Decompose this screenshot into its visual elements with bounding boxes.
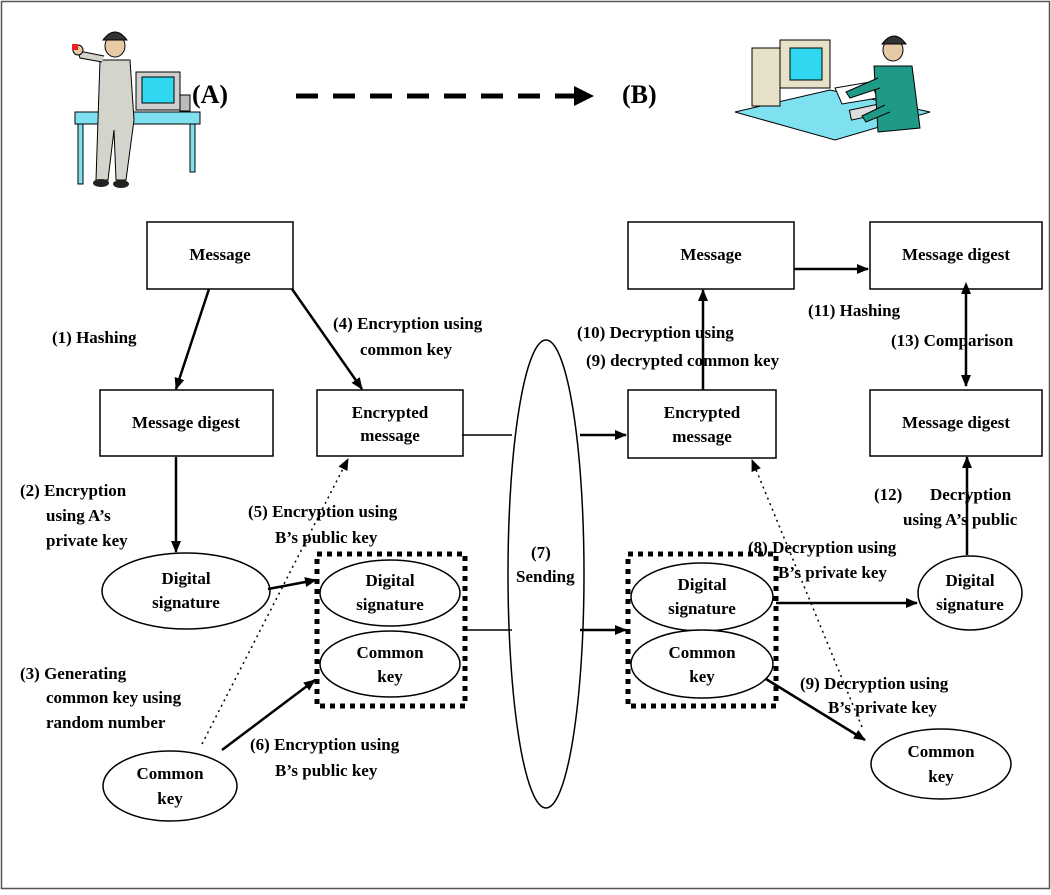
- step-6-line1: (6) Encryption using: [250, 735, 400, 754]
- node-message-digest-b1: Message digest: [869, 221, 1043, 290]
- svg-text:message: message: [360, 426, 420, 445]
- svg-text:Message digest: Message digest: [132, 413, 240, 432]
- step-2-line1: (2) Encryption: [20, 481, 127, 500]
- node-digital-signature-a: Digital signature: [101, 552, 271, 630]
- node-message-a: Message: [146, 221, 294, 290]
- step-12-number: (12): [874, 485, 902, 504]
- svg-text:signature: signature: [936, 595, 1004, 614]
- node-common-key-b: Common key: [870, 728, 1012, 800]
- node-message-digest-a: Message digest: [99, 389, 274, 457]
- svg-text:Digital: Digital: [365, 571, 414, 590]
- svg-text:Common: Common: [136, 764, 204, 783]
- step-7-number: (7): [531, 543, 551, 562]
- svg-text:Encrypted: Encrypted: [664, 403, 741, 422]
- party-a-label: (A): [192, 80, 228, 109]
- arrows: [171, 264, 972, 751]
- svg-text:Common: Common: [668, 643, 736, 662]
- svg-text:Common: Common: [356, 643, 424, 662]
- arrow-encrypt-common-key: [290, 288, 364, 390]
- svg-text:Message digest: Message digest: [902, 413, 1010, 432]
- step-6-line2: B’s public key: [275, 761, 378, 780]
- node-message-digest-b2: Message digest: [869, 389, 1043, 457]
- step-7-sending: Sending: [516, 567, 575, 586]
- svg-text:Message digest: Message digest: [902, 245, 1010, 264]
- svg-text:key: key: [377, 667, 403, 686]
- arrow-encrypt-common-key-public: [221, 679, 316, 751]
- step-12-line1: Decryption: [930, 485, 1012, 504]
- arrow-hashing: [174, 288, 211, 390]
- step-8-line2: B’s private key: [778, 563, 887, 582]
- node-digital-signature-package-b: Digital signature: [630, 562, 774, 632]
- step-9-line2: B’s private key: [828, 698, 937, 717]
- svg-text:message: message: [672, 427, 732, 446]
- svg-text:Encrypted: Encrypted: [352, 403, 429, 422]
- person-b-illustration: [734, 35, 931, 141]
- node-encrypted-message-a: Encrypted message: [316, 389, 464, 457]
- step-10-label: (10) Decryption using: [577, 323, 734, 342]
- step-2-line3: private key: [46, 531, 128, 550]
- step-3-line1: (3) Generating: [20, 664, 127, 683]
- step-5-line1: (5) Encryption using: [248, 502, 398, 521]
- svg-text:signature: signature: [152, 593, 220, 612]
- node-digital-signature-package-a: Digital signature: [319, 559, 461, 627]
- step-8-line1: (8) Decryption using: [748, 538, 897, 557]
- step-1-label: (1) Hashing: [52, 328, 137, 347]
- svg-text:Digital: Digital: [945, 571, 994, 590]
- transfer-arrowhead: [574, 86, 594, 106]
- svg-text:signature: signature: [356, 595, 424, 614]
- svg-text:Common: Common: [907, 742, 975, 761]
- step-3-line3: random number: [46, 713, 166, 732]
- node-message-b: Message: [627, 221, 795, 290]
- package-box-b: [625, 551, 779, 709]
- send-lines: [462, 430, 627, 635]
- arrow-decrypt-common-key: [765, 677, 866, 742]
- svg-text:key: key: [928, 767, 954, 786]
- svg-text:Digital: Digital: [677, 575, 726, 594]
- step-4-line1: (4) Encryption using: [333, 314, 483, 333]
- step-4-line2: common key: [360, 340, 453, 359]
- svg-text:Message: Message: [680, 245, 742, 264]
- step-2-line2: using A’s: [46, 506, 111, 525]
- person-a-illustration: [72, 31, 201, 188]
- svg-text:Digital: Digital: [161, 569, 210, 588]
- svg-text:signature: signature: [668, 599, 736, 618]
- svg-text:key: key: [157, 789, 183, 808]
- svg-text:key: key: [689, 667, 715, 686]
- svg-text:Message: Message: [189, 245, 251, 264]
- node-encrypted-message-b: Encrypted message: [627, 389, 777, 459]
- step-9-line1: (9) Decryption using: [800, 674, 949, 693]
- arrow-signature-to-package: [267, 577, 317, 591]
- step-5-line2: B’s public key: [275, 528, 378, 547]
- node-sending: [507, 339, 585, 809]
- node-common-key-package-b: Common key: [630, 629, 774, 699]
- party-b-label: (B): [622, 80, 657, 109]
- step-9-decrypted-label: (9) decrypted common key: [586, 351, 780, 370]
- dotted-arrows: [201, 458, 863, 745]
- node-digital-signature-b: Digital signature: [917, 555, 1023, 631]
- node-common-key-package-a: Common key: [319, 630, 461, 698]
- step-3-line2: common key using: [46, 688, 182, 707]
- step-11-label: (11) Hashing: [808, 301, 901, 320]
- step-12-line2: using A’s public: [903, 510, 1018, 529]
- step-13-label: (13) Comparison: [891, 331, 1014, 350]
- node-common-key-a: Common key: [102, 750, 238, 822]
